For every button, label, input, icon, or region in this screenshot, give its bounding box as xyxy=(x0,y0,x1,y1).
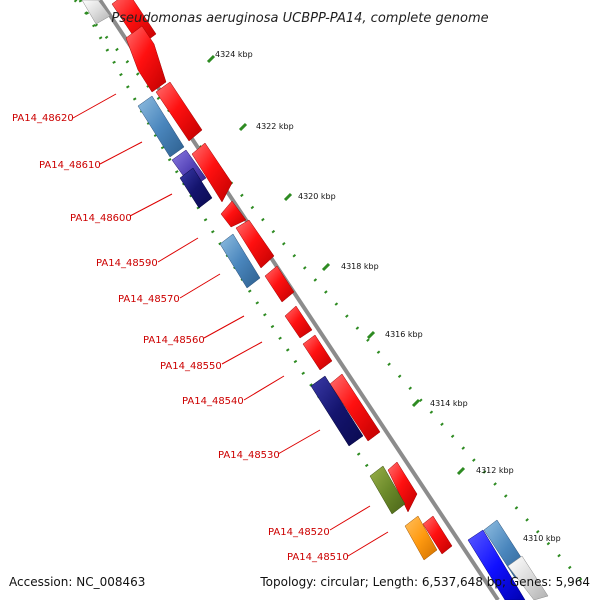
forward-gene xyxy=(284,305,313,339)
accession-label: Accession: NC_008463 xyxy=(9,575,145,589)
forward-gene xyxy=(125,25,167,93)
reverse-genes xyxy=(81,0,549,600)
tick-label: 4314 kbp xyxy=(430,399,468,408)
gene-label-48530: PA14_48530 xyxy=(218,450,280,461)
gene-label-48520: PA14_48520 xyxy=(268,527,330,538)
reverse-gene xyxy=(507,555,549,600)
tick-4322: 4322 kbp xyxy=(238,122,294,132)
tick-label: 4322 kbp xyxy=(256,122,294,131)
forward-gene xyxy=(155,81,203,142)
reverse-gene xyxy=(81,0,111,25)
tick-mark xyxy=(366,330,376,340)
gene-label-48560: PA14_48560 xyxy=(143,335,205,346)
forward-genes xyxy=(111,0,453,555)
label-line xyxy=(329,505,371,531)
forward-gene xyxy=(302,334,333,371)
gene-label-48590: PA14_48590 xyxy=(96,258,158,269)
label-line xyxy=(179,273,221,299)
reverse-gene xyxy=(369,465,406,515)
label-line xyxy=(243,375,285,401)
tick-label: 4310 kbp xyxy=(523,534,561,543)
gene-labels: PA14_48620 PA14_48610 PA14_48600 PA14_48… xyxy=(12,113,349,563)
topology-summary: Topology: circular; Length: 6,537,648 bp… xyxy=(259,575,590,589)
tick-mark xyxy=(411,398,421,408)
tick-mark xyxy=(321,262,331,272)
label-line xyxy=(347,531,389,557)
reverse-gene xyxy=(404,515,438,561)
gene-label-48610: PA14_48610 xyxy=(39,160,101,171)
reverse-gene xyxy=(310,375,364,447)
tick-4324: 4324 kbp xyxy=(206,50,253,64)
forward-gene xyxy=(264,265,295,303)
forward-gene xyxy=(422,515,453,555)
tick-4314: 4314 kbp xyxy=(411,398,468,408)
label-line xyxy=(203,315,245,339)
tick-mark xyxy=(238,122,248,132)
label-lines xyxy=(72,93,389,557)
tick-4316: 4316 kbp xyxy=(366,330,423,340)
reverse-gene xyxy=(179,167,213,209)
label-line xyxy=(72,93,117,119)
tick-label: 4318 kbp xyxy=(341,262,379,271)
label-line xyxy=(99,141,143,165)
forward-gene xyxy=(235,219,275,269)
forward-gene xyxy=(191,142,233,203)
reverse-gene xyxy=(137,95,185,158)
gene-label-48620: PA14_48620 xyxy=(12,113,74,124)
tick-4318: 4318 kbp xyxy=(321,262,379,272)
tick-label: 4316 kbp xyxy=(385,330,423,339)
tick-mark xyxy=(456,466,466,476)
label-line xyxy=(221,341,263,365)
tick-label: 4320 kbp xyxy=(298,192,336,201)
label-line xyxy=(277,429,321,455)
reverse-gene xyxy=(219,233,261,289)
tick-label: 4324 kbp xyxy=(215,50,253,59)
tick-label: 4312 kbp xyxy=(476,466,514,475)
forward-gene xyxy=(329,373,381,442)
tick-4320: 4320 kbp xyxy=(283,192,336,202)
outer-tick-arc xyxy=(73,0,592,592)
gene-label-48570: PA14_48570 xyxy=(118,294,180,305)
gene-label-48510: PA14_48510 xyxy=(287,552,349,563)
forward-gene xyxy=(220,200,247,228)
label-line xyxy=(157,237,199,263)
tick-mark xyxy=(283,192,293,202)
tick-mark xyxy=(206,54,216,64)
gene-label-48550: PA14_48550 xyxy=(160,361,222,372)
label-line xyxy=(129,193,173,217)
reverse-gene xyxy=(467,529,526,600)
gene-label-48600: PA14_48600 xyxy=(70,213,132,224)
tick-dot-arcs xyxy=(73,0,592,592)
map-title: Pseudomonas aeruginosa UCBPP-PA14, compl… xyxy=(111,11,488,26)
tick-4312: 4312 kbp xyxy=(456,466,514,476)
gene-label-48540: PA14_48540 xyxy=(182,396,244,407)
